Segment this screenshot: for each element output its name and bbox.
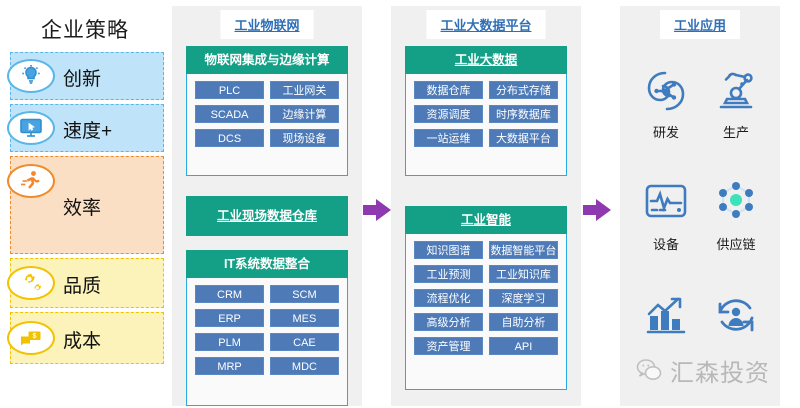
app-supply-chain[interactable]: 供应链 (698, 174, 774, 253)
industrial-intelligence-group-tiles: 知识图谱 数据智能平台 工业预测 工业知识库 流程优化 深度学习 高级分析 自助… (405, 234, 567, 390)
app-production[interactable]: 生产 (698, 62, 774, 141)
bigdata-panel-tab[interactable]: 工业大数据平台 (426, 10, 546, 39)
iiot-panel: 工业物联网 物联网集成与边缘计算 PLC 工业网关 SCADA 边缘计算 DCS… (172, 6, 362, 406)
tile-scada[interactable]: SCADA (195, 105, 265, 123)
bigdata-panel: 工业大数据平台 工业大数据 数据仓库 分布式存储 资源调度 时序数据库 一站运维… (391, 6, 581, 406)
monitor-icon (7, 111, 55, 145)
apps-panel: 工业应用 研发 (620, 6, 780, 406)
tile-process-optimization[interactable]: 流程优化 (414, 289, 484, 307)
strategy-item-speed[interactable]: 速度+ (7, 104, 164, 152)
strategy-item-label: 成本 (63, 331, 102, 352)
app-hr[interactable] (698, 288, 774, 348)
it-integration-group-heading: IT系统数据整合 (186, 250, 348, 278)
arrow-iiot-to-bigdata (363, 199, 391, 221)
monitor-pulse-icon (628, 174, 704, 232)
tile-mrp[interactable]: MRP (195, 357, 265, 375)
tile-deep-learning[interactable]: 深度学习 (488, 289, 558, 307)
arrow-head (376, 199, 391, 221)
arrow-shaft (583, 205, 598, 215)
tile-field-device[interactable]: 现场设备 (269, 129, 339, 147)
growth-chart-icon (628, 288, 704, 346)
tile-data-intelligence-platform[interactable]: 数据智能平台 (488, 241, 558, 259)
tile-bigdata-platform[interactable]: 大数据平台 (488, 129, 558, 147)
tile-dcs[interactable]: DCS (195, 129, 265, 147)
it-integration-group-tiles: CRM SCM ERP MES PLM CAE MRP MDC (186, 278, 348, 406)
supply-chain-nodes-icon (698, 174, 774, 232)
tile-industrial-forecast[interactable]: 工业预测 (414, 265, 484, 283)
tile-edge-computing[interactable]: 边缘计算 (269, 105, 339, 123)
tile-mes[interactable]: MES (269, 309, 339, 327)
arrow-bigdata-to-apps (583, 199, 611, 221)
tile-plm[interactable]: PLM (195, 333, 265, 351)
gears-icon (7, 266, 55, 300)
svg-text:$: $ (33, 333, 37, 340)
field-data-warehouse-bar[interactable]: 工业现场数据仓库 (186, 196, 348, 236)
industrial-bigdata-group-heading: 工业大数据 (405, 46, 567, 74)
arrow-shaft (363, 205, 378, 215)
strategy-item-label: 创新 (63, 69, 102, 90)
tile-resource-scheduling[interactable]: 资源调度 (414, 105, 484, 123)
page-title: 企业策略 (41, 19, 129, 42)
app-marketing[interactable] (628, 288, 704, 348)
tile-timeseries-db[interactable]: 时序数据库 (488, 105, 558, 123)
tile-cae[interactable]: CAE (269, 333, 339, 351)
industrial-bigdata-group: 工业大数据 数据仓库 分布式存储 资源调度 时序数据库 一站运维 大数据平台 (405, 46, 567, 176)
running-person-icon (7, 164, 55, 198)
app-label: 研发 (652, 125, 679, 140)
tile-data-warehouse[interactable]: 数据仓库 (414, 81, 484, 99)
iiot-panel-tab[interactable]: 工业物联网 (220, 10, 314, 39)
app-label: 供应链 (716, 237, 756, 252)
person-cycle-icon (698, 288, 774, 346)
tile-self-service-analytics[interactable]: 自助分析 (488, 313, 558, 331)
robot-arm-icon (698, 62, 774, 120)
tile-crm[interactable]: CRM (195, 285, 265, 303)
tile-api[interactable]: API (488, 337, 558, 355)
app-label: 生产 (722, 125, 749, 140)
cloud-network-icon (628, 62, 704, 120)
tile-industrial-gateway[interactable]: 工业网关 (269, 81, 339, 99)
lightbulb-icon (7, 59, 55, 93)
iot-edge-group: 物联网集成与边缘计算 PLC 工业网关 SCADA 边缘计算 DCS 现场设备 (186, 46, 348, 176)
strategy-item-quality[interactable]: 品质 (7, 258, 164, 308)
iot-edge-group-tiles: PLC 工业网关 SCADA 边缘计算 DCS 现场设备 (186, 74, 348, 176)
app-equipment[interactable]: 设备 (628, 174, 704, 253)
tile-mdc[interactable]: MDC (269, 357, 339, 375)
strategy-item-efficiency[interactable]: 效率 (7, 156, 164, 254)
app-label: 设备 (652, 237, 679, 252)
strategy-item-cost[interactable]: $ 成本 (7, 312, 164, 364)
industrial-intelligence-group-heading: 工业智能 (405, 206, 567, 234)
tile-scm[interactable]: SCM (269, 285, 339, 303)
tile-knowledge-graph[interactable]: 知识图谱 (414, 241, 484, 259)
strategy-item-label: 品质 (63, 276, 102, 297)
tile-erp[interactable]: ERP (195, 309, 265, 327)
industrial-bigdata-group-tiles: 数据仓库 分布式存储 资源调度 时序数据库 一站运维 大数据平台 (405, 74, 567, 176)
iot-edge-group-heading: 物联网集成与边缘计算 (186, 46, 348, 74)
tile-asset-management[interactable]: 资产管理 (414, 337, 484, 355)
it-integration-group: IT系统数据整合 CRM SCM ERP MES PLM CAE MRP MDC (186, 250, 348, 406)
tile-plc[interactable]: PLC (195, 81, 265, 99)
tile-distributed-storage[interactable]: 分布式存储 (488, 81, 558, 99)
industrial-intelligence-group: 工业智能 知识图谱 数据智能平台 工业预测 工业知识库 流程优化 深度学习 高级… (405, 206, 567, 390)
arrow-head (596, 199, 611, 221)
tile-advanced-analytics[interactable]: 高级分析 (414, 313, 484, 331)
enterprise-strategy-column: 企业策略 创新 速 (0, 0, 170, 408)
money-icon: $ (7, 321, 55, 355)
strategy-item-innovation[interactable]: 创新 (7, 52, 164, 100)
tile-industrial-knowledge-base[interactable]: 工业知识库 (488, 265, 558, 283)
strategy-item-label: 速度+ (63, 121, 113, 142)
apps-panel-tab[interactable]: 工业应用 (659, 10, 741, 39)
app-rnd[interactable]: 研发 (628, 62, 704, 141)
tile-one-stop-ops[interactable]: 一站运维 (414, 129, 484, 147)
strategy-item-label: 效率 (63, 198, 102, 219)
